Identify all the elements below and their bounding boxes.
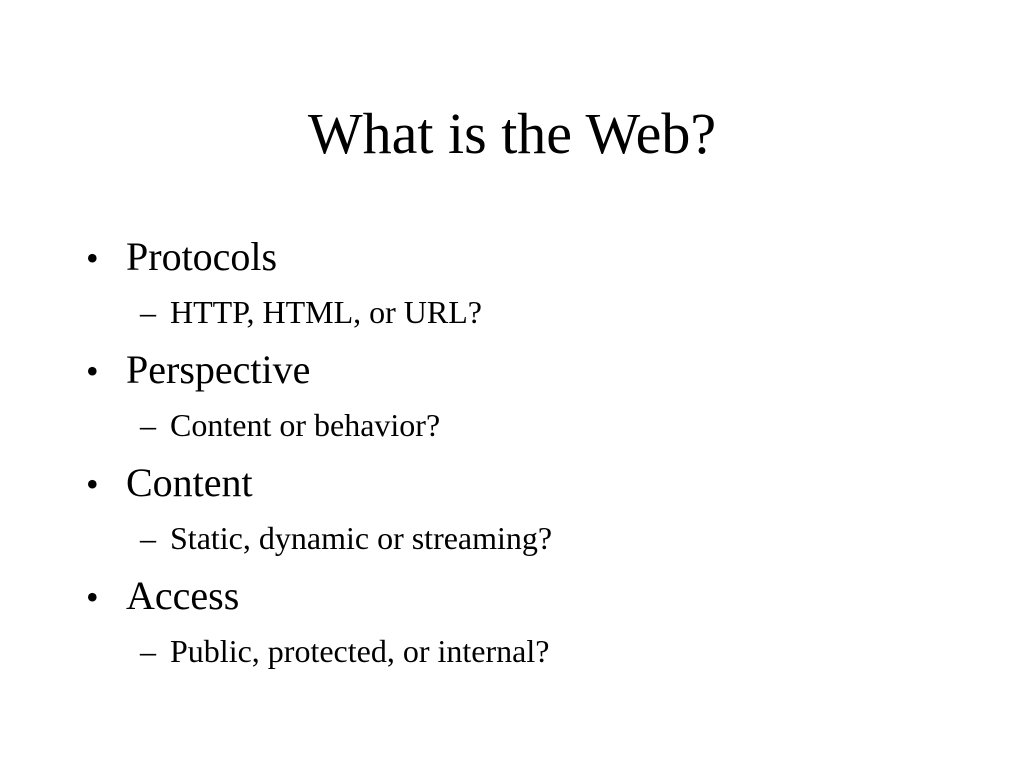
bullet-icon: • bbox=[86, 351, 99, 391]
dash-icon: – bbox=[140, 294, 156, 330]
bullet-icon: • bbox=[86, 238, 99, 278]
sub-bullet-text: Content or behavior? bbox=[170, 407, 441, 443]
dash-icon: – bbox=[140, 520, 156, 556]
bullet-list: • Protocols – HTTP, HTML, or URL? • Pers… bbox=[86, 232, 552, 684]
dash-icon: – bbox=[140, 407, 156, 443]
slide-title: What is the Web? bbox=[307, 101, 717, 166]
bullet-item-access: • Access – Public, protected, or interna… bbox=[86, 571, 552, 672]
bullet-label: Content bbox=[126, 460, 253, 505]
sub-bullet: – HTTP, HTML, or URL? bbox=[140, 291, 552, 333]
sub-bullet: – Static, dynamic or streaming? bbox=[140, 517, 552, 559]
bullet-icon: • bbox=[86, 577, 99, 617]
bullet-label: Protocols bbox=[126, 234, 278, 279]
bullet-item-protocols: • Protocols – HTTP, HTML, or URL? bbox=[86, 232, 552, 333]
sub-bullet: – Public, protected, or internal? bbox=[140, 630, 552, 672]
sub-bullet: – Content or behavior? bbox=[140, 404, 552, 446]
dash-icon: – bbox=[140, 633, 156, 669]
bullet-item-perspective: • Perspective – Content or behavior? bbox=[86, 345, 552, 446]
bullet-icon: • bbox=[86, 464, 99, 504]
bullet-item-content: • Content – Static, dynamic or streaming… bbox=[86, 458, 552, 559]
sub-bullet-text: HTTP, HTML, or URL? bbox=[170, 294, 482, 330]
bullet-label: Access bbox=[126, 573, 240, 618]
sub-bullet-text: Static, dynamic or streaming? bbox=[170, 520, 553, 556]
sub-bullet-text: Public, protected, or internal? bbox=[170, 633, 550, 669]
bullet-label: Perspective bbox=[126, 347, 311, 392]
